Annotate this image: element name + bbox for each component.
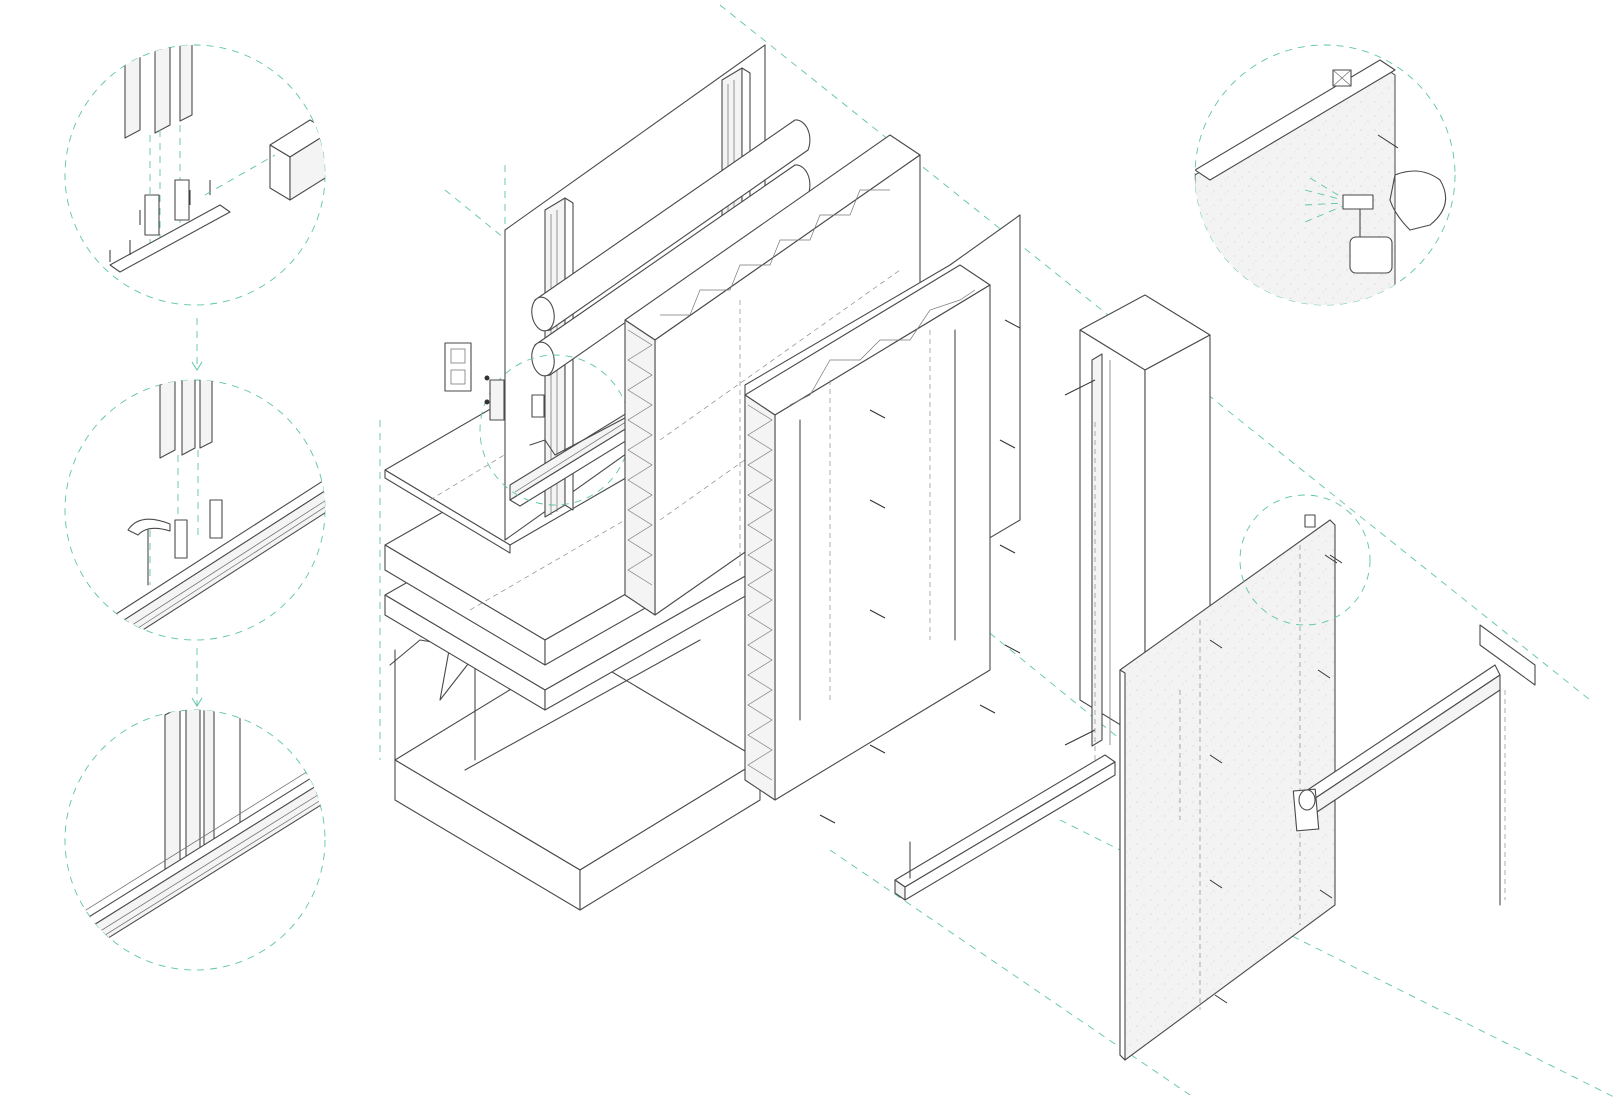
detail-panel-corner-fixing	[1239, 494, 1371, 626]
service-ducts	[479, 119, 811, 506]
hammer-icon	[127, 518, 171, 586]
railing-bracket	[1292, 624, 1536, 906]
spray-gun-icon	[1304, 170, 1447, 274]
screw-icon	[819, 319, 1021, 824]
detail-spray-finishing	[1194, 44, 1456, 306]
detail-profile-seated	[64, 709, 326, 971]
arrow-down-icon	[191, 648, 203, 707]
detail-bracket-fixing	[64, 44, 326, 306]
concrete-foundation	[389, 639, 761, 911]
base-track-rail	[894, 420, 1116, 901]
insulated-wall-panel	[744, 214, 1021, 824]
screw-icon	[1209, 554, 1338, 1004]
exterior-cladding-panel	[1119, 519, 1338, 1061]
arrow-down-icon	[191, 318, 203, 371]
wall-switch	[444, 342, 505, 421]
detail-profile-insertion	[64, 379, 326, 641]
